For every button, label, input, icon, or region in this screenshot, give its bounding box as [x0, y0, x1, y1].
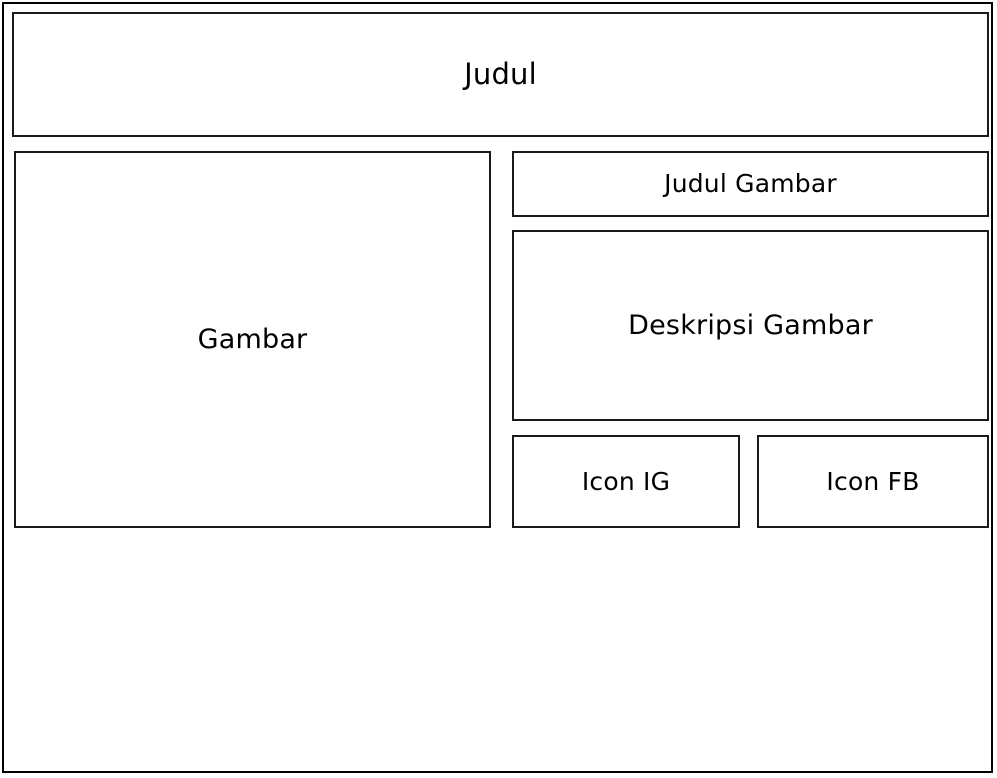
facebook-icon-label: Icon FB — [826, 466, 920, 496]
image-title-box[interactable]: Judul Gambar — [512, 151, 989, 217]
image-placeholder-box[interactable]: Gambar — [14, 151, 491, 528]
header-title-label: Judul — [464, 56, 537, 91]
instagram-icon-label: Icon IG — [581, 466, 671, 496]
image-placeholder-label: Gambar — [197, 323, 308, 355]
image-title-label: Judul Gambar — [664, 169, 837, 199]
empty-content-area — [12, 532, 989, 773]
facebook-icon-box[interactable]: Icon FB — [757, 435, 989, 528]
instagram-icon-box[interactable]: Icon IG — [512, 435, 740, 528]
image-description-box[interactable]: Deskripsi Gambar — [512, 230, 989, 421]
header-title-box[interactable]: Judul — [12, 12, 989, 137]
image-description-label: Deskripsi Gambar — [628, 309, 873, 341]
